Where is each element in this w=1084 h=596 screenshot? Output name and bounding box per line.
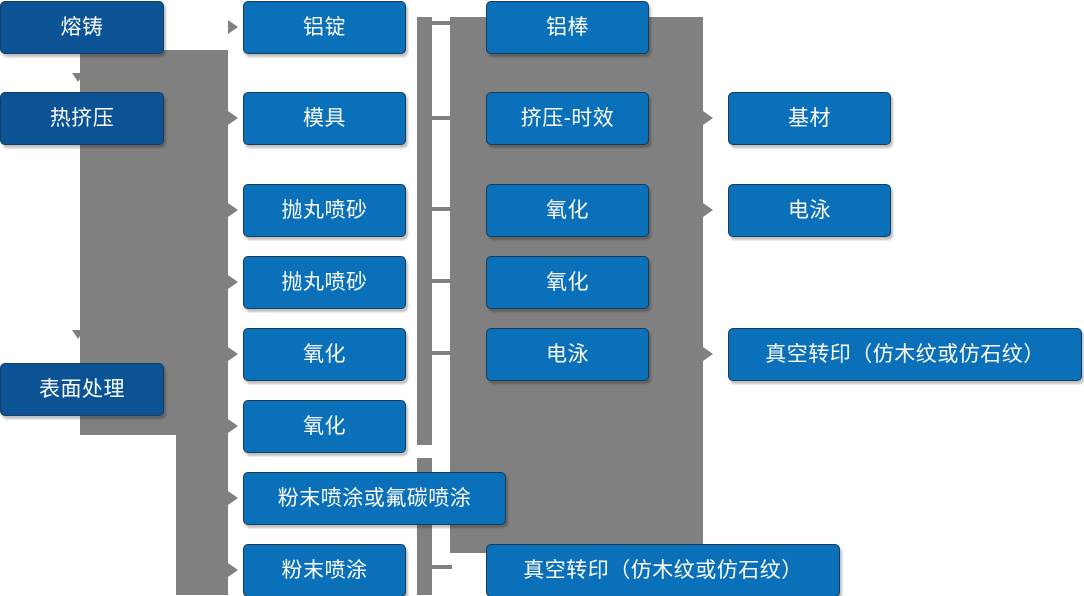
process-label-aluminum-ingot: 铝锭 xyxy=(303,16,346,39)
stage-box-melting[interactable]: 熔铸 xyxy=(0,1,164,54)
result-label-vacuum-transfer: 真空转印（仿木纹或仿石纹） xyxy=(765,343,1045,366)
process-box-oxidation-c2-1[interactable]: 氧化 xyxy=(243,328,406,381)
result-box-substrate[interactable]: 基材 xyxy=(728,92,891,145)
process-label-aluminum-bar: 铝棒 xyxy=(546,16,589,39)
connector-rung-3 xyxy=(432,207,452,211)
connector-surface-stub xyxy=(163,386,179,391)
process-label-oxidation-c2-2: 氧化 xyxy=(303,415,346,438)
connector-arrow-down-melting xyxy=(72,73,84,82)
process-box-mold[interactable]: 模具 xyxy=(243,92,406,145)
connector-arrow-c2-2 xyxy=(228,111,238,125)
process-box-powder-or-fluorocarbon-coating[interactable]: 粉末喷涂或氟碳喷涂 xyxy=(243,472,506,525)
connector-arrow-c2-8 xyxy=(228,563,238,577)
process-label-vacuum-transfer-c3: 真空转印（仿木纹或仿石纹） xyxy=(523,559,803,582)
result-label-electrophoresis: 电泳 xyxy=(788,199,831,222)
connector-rung-6 xyxy=(432,565,452,569)
connector-left-trunk-lower xyxy=(176,435,228,595)
process-label-shot-blasting-2: 抛丸喷砂 xyxy=(281,271,368,294)
process-label-oxidation-c3-1: 氧化 xyxy=(546,199,589,222)
process-box-oxidation-c3-2[interactable]: 氧化 xyxy=(486,256,649,309)
connector-arrow-c4-3 xyxy=(703,347,713,361)
connector-arrow-c4-1 xyxy=(703,111,713,125)
stage-label-surface: 表面处理 xyxy=(39,378,125,401)
process-label-powder-or-fluorocarbon-coating: 粉末喷涂或氟碳喷涂 xyxy=(277,487,472,510)
connector-arrow-c2-5 xyxy=(228,347,238,361)
process-box-shot-blasting-2[interactable]: 抛丸喷砂 xyxy=(243,256,406,309)
result-label-substrate: 基材 xyxy=(788,107,831,130)
connector-arrow-down-extrude xyxy=(72,330,84,339)
process-label-oxidation-c2-1: 氧化 xyxy=(303,343,346,366)
connector-arrow-c2-4 xyxy=(228,275,238,289)
result-box-electrophoresis[interactable]: 电泳 xyxy=(728,184,891,237)
process-box-shot-blasting-1[interactable]: 抛丸喷砂 xyxy=(243,184,406,237)
process-box-vacuum-transfer-c3[interactable]: 真空转印（仿木纹或仿石纹） xyxy=(486,544,840,596)
result-box-vacuum-transfer[interactable]: 真空转印（仿木纹或仿石纹） xyxy=(728,328,1082,381)
stage-box-extrude[interactable]: 热挤压 xyxy=(0,92,164,145)
process-label-extrusion-aging: 挤压-时效 xyxy=(520,107,615,130)
process-box-electrophoresis-c3[interactable]: 电泳 xyxy=(486,328,649,381)
process-label-electrophoresis-c3: 电泳 xyxy=(546,343,589,366)
connector-rung-5 xyxy=(432,351,452,355)
connector-mid-riser-upper xyxy=(417,17,432,445)
connector-arrow-c2-1 xyxy=(228,20,238,34)
connector-rung-2 xyxy=(432,116,452,120)
connector-rung-4 xyxy=(432,279,452,283)
connector-arrow-c2-7 xyxy=(228,491,238,505)
process-label-mold: 模具 xyxy=(303,107,346,130)
stage-label-melting: 熔铸 xyxy=(60,16,104,39)
process-label-powder-coating: 粉末喷涂 xyxy=(281,559,368,582)
process-box-powder-coating[interactable]: 粉末喷涂 xyxy=(243,544,406,596)
process-box-oxidation-c3-1[interactable]: 氧化 xyxy=(486,184,649,237)
process-box-aluminum-ingot[interactable]: 铝锭 xyxy=(243,1,406,54)
connector-arrow-c4-2 xyxy=(703,203,713,217)
connector-arrow-c2-6 xyxy=(228,419,238,433)
process-label-shot-blasting-1: 抛丸喷砂 xyxy=(281,199,368,222)
process-box-oxidation-c2-2[interactable]: 氧化 xyxy=(243,400,406,453)
process-box-extrusion-aging[interactable]: 挤压-时效 xyxy=(486,92,649,145)
process-box-aluminum-bar[interactable]: 铝棒 xyxy=(486,1,649,54)
connector-arrow-c2-3 xyxy=(228,203,238,217)
stage-box-surface[interactable]: 表面处理 xyxy=(0,363,164,416)
process-label-oxidation-c3-2: 氧化 xyxy=(546,271,589,294)
connector-rung-1 xyxy=(432,21,452,25)
stage-label-extrude: 热挤压 xyxy=(49,107,115,130)
